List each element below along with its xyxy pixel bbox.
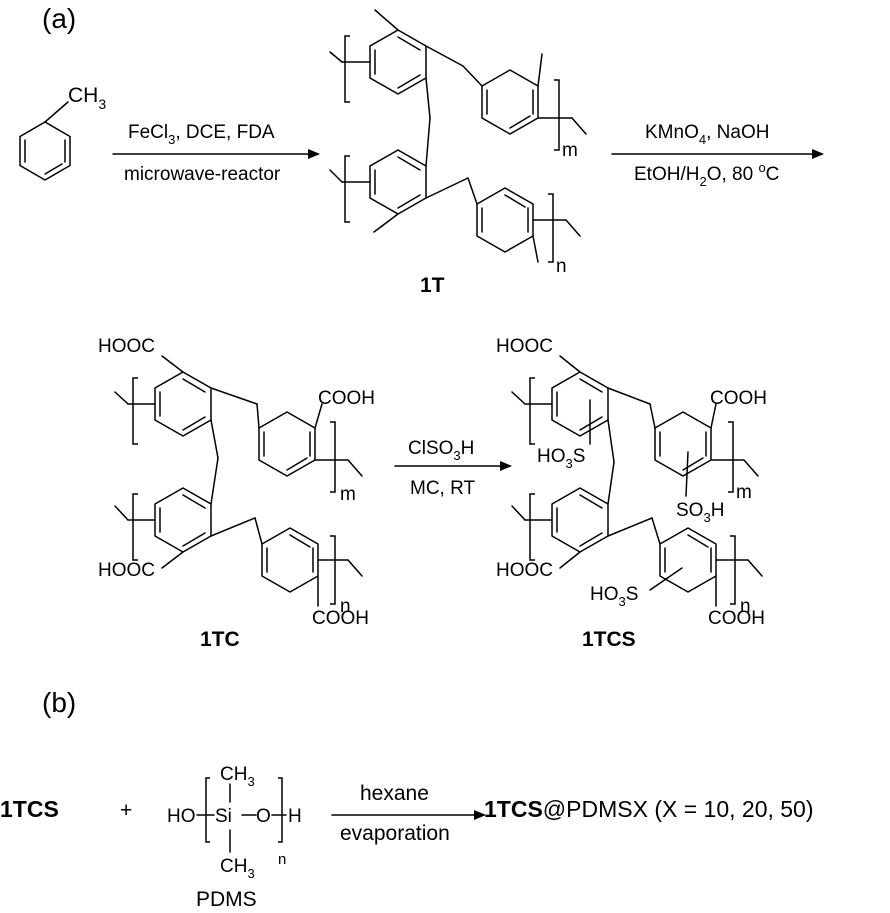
1tc-cooh-bottom: COOH (312, 608, 369, 629)
polymer-1tcs-structure: HOOC HO3S COOH m SO3H HOOC (496, 336, 767, 651)
step2-arrow-group: KMnO4, NaOH EtOH/H2O, 80 oC (611, 122, 824, 189)
pdms-h: H (288, 806, 302, 827)
1tc-hooc-top: HOOC (98, 336, 155, 357)
pdms-o: O (256, 806, 271, 827)
step1-conditions-top: FeCl3, DCE, FDA (128, 122, 275, 147)
panel-b-arrow-group: hexane evaporation (331, 782, 486, 845)
pdms-structure: HO Si O H n CH3 CH3 PDMS (167, 764, 302, 911)
pdms-ho: HO (167, 806, 196, 827)
pdms-si: Si (215, 806, 232, 827)
panel-b-reactant-1tcs: 1TCS (0, 796, 59, 822)
1tcs-ho3s-bottom: HO3S (590, 584, 638, 609)
pdms-label: PDMS (196, 888, 257, 911)
step3-conditions-bottom: MC, RT (410, 478, 475, 499)
panel-label-a: (a) (42, 3, 76, 34)
index-n-1tc: n (340, 596, 351, 617)
index-m-1tc: m (340, 484, 356, 505)
step1-arrow-group: FeCl3, DCE, FDA microwave-reactor (112, 122, 320, 185)
pdms-ch3-top: CH3 (220, 764, 255, 789)
1tcs-cooh-top: COOH (710, 388, 767, 409)
compound-1tcs-label: 1TCS (582, 628, 636, 651)
compound-1tc-label: 1TC (200, 628, 240, 651)
panel-b-plus: + (120, 799, 132, 822)
panel-b-product: 1TCS@PDMSX (X = 10, 20, 50) (484, 796, 814, 822)
index-m-top: m (562, 140, 578, 161)
step3-conditions-top: ClSO3H (408, 438, 474, 463)
compound-1t-label: 1T (420, 274, 445, 297)
pdms-ch3-bottom: CH3 (220, 856, 255, 881)
1tcs-ho3s-top: HO3S (537, 446, 585, 471)
index-n-1tcs: n (740, 596, 751, 617)
toluene-structure: CH3 (19, 84, 106, 181)
polymer-1tc-structure: HOOC COOH m HOOC (98, 336, 375, 651)
1tc-hooc-bottom: HOOC (98, 560, 155, 581)
1tc-cooh-top: COOH (318, 388, 375, 409)
1tcs-hooc-bottom: HOOC (496, 560, 553, 581)
step1-conditions-bottom: microwave-reactor (124, 164, 281, 185)
panel-b-cond-bottom: evaporation (340, 822, 450, 845)
step2-conditions-top: KMnO4, NaOH (645, 122, 769, 147)
pdms-n: n (278, 851, 286, 868)
panel-label-b: (b) (42, 687, 76, 718)
index-n-top: n (556, 256, 567, 277)
panel-b-cond-top: hexane (360, 782, 429, 805)
toluene-ring (19, 121, 71, 181)
step2-conditions-bottom: EtOH/H2O, 80 oC (634, 160, 779, 189)
1tcs-so3h: SO3H (676, 500, 724, 525)
1tcs-cooh-bottom: COOH (708, 608, 765, 629)
polymer-1t-structure: m n 1T (329, 9, 587, 297)
1tcs-hooc-top: HOOC (496, 336, 553, 357)
step3-arrow-group: ClSO3H MC, RT (394, 438, 512, 499)
index-m-1tcs: m (736, 482, 752, 503)
toluene-ch3-label: CH3 (68, 84, 106, 112)
